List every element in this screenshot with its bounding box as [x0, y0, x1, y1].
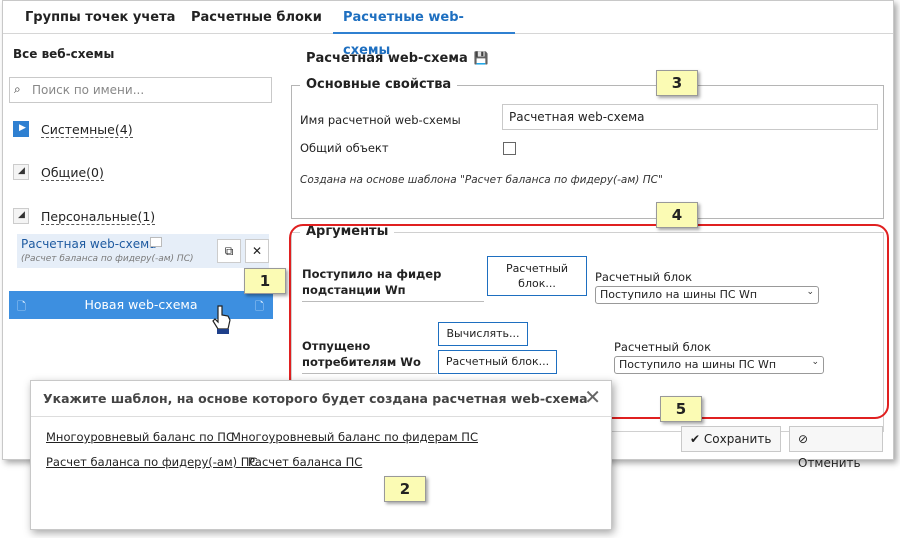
main-properties-legend: Основные свойства [300, 77, 458, 92]
copy-icon: ⧉ [224, 244, 234, 258]
scheme-list-item[interactable]: Расчетная web-схема (Расчет баланса по ф… [17, 234, 269, 268]
callout-3: 3 [656, 70, 698, 96]
calc-block-label: Расчетный блок [595, 270, 693, 284]
calc-block-select-value: Поступило на шины ПС Wп [619, 358, 777, 371]
shared-object-label: Общий объект [300, 141, 389, 155]
template-note: Создана на основе шаблона "Расчет баланс… [300, 174, 663, 186]
template-link[interactable]: Расчет баланса ПС [248, 455, 363, 469]
group-label: Персональные [41, 209, 138, 224]
close-icon: ✕ [251, 244, 263, 258]
delete-button[interactable]: ✕ [245, 239, 269, 263]
shared-box-icon [150, 237, 162, 247]
group-count: (0) [86, 165, 104, 180]
group-label: Общие [41, 165, 87, 180]
callout-2: 2 [384, 476, 426, 502]
tab-bar: Группы точек учета Расчетные блоки Расче… [3, 1, 893, 58]
arguments-fieldset: Аргументы Поступило на фидер подстанции … [291, 224, 884, 432]
document-icon: 🗋 [17, 300, 26, 313]
expand-icon[interactable]: ▶ [13, 121, 29, 137]
tab-metering-groups[interactable]: Группы точек учета [25, 10, 176, 25]
callout-5: 5 [660, 396, 702, 422]
scheme-name-label: Имя расчетной web-схемы [300, 113, 461, 127]
calc-block-button[interactable]: Расчетный блок... [438, 350, 557, 374]
arguments-legend: Аргументы [300, 224, 395, 239]
collapse-icon[interactable]: ◢ [13, 208, 29, 224]
search-placeholder: Поиск по имени... [32, 83, 145, 97]
argument-name: Отпущено потребителям Wо [302, 339, 421, 369]
close-icon[interactable]: ✕ [584, 385, 601, 409]
group-count: (1) [137, 209, 156, 224]
collapse-icon[interactable]: ◢ [13, 164, 29, 180]
callout-1: 1 [244, 268, 286, 294]
dialog-title: Укажите шаблон, на основе которого будет… [43, 391, 588, 406]
template-link[interactable]: Многоуровневый баланс по фидерам ПС [231, 430, 478, 444]
copy-button[interactable]: ⧉ [217, 239, 241, 263]
calculate-button[interactable]: Вычислять... [438, 322, 528, 346]
save-label: Сохранить [703, 432, 772, 446]
chevron-down-icon: ⌄ [811, 357, 819, 367]
tab-web-schemes[interactable]: Расчетные web-схемы [333, 1, 515, 58]
dialog-header: Укажите шаблон, на основе которого будет… [31, 381, 611, 417]
all-schemes-title: Все веб-схемы [13, 47, 115, 61]
template-link[interactable]: Расчет баланса по фидеру(-ам) ПС [46, 455, 258, 469]
tab-calc-blocks[interactable]: Расчетные блоки [191, 10, 322, 25]
shared-object-checkbox[interactable] [503, 142, 516, 155]
search-icon: ⌕ [14, 82, 21, 96]
template-link[interactable]: Многоуровневый баланс по ПС [46, 430, 234, 444]
cancel-label: Отменить [798, 456, 861, 470]
save-icon[interactable]: 💾 [473, 51, 489, 65]
save-button[interactable]: ✔ Сохранить [681, 426, 781, 452]
group-label: Системные [41, 122, 115, 137]
calc-block-label: Расчетный блок [614, 340, 712, 354]
divider [302, 373, 437, 374]
callout-4: 4 [656, 202, 698, 228]
argument-name: Поступило на фидер подстанции Wп [302, 267, 442, 297]
group-count: (4) [114, 122, 133, 137]
calc-block-select[interactable]: Поступило на шины ПС Wп ⌄ [614, 356, 824, 374]
scheme-name: Расчетная web-схема [21, 237, 157, 251]
template-dialog: Укажите шаблон, на основе которого будет… [30, 380, 612, 530]
hand-cursor-icon [212, 305, 231, 334]
cancel-icon: ⊘ [798, 432, 809, 446]
new-scheme-button[interactable]: 🗋 Новая web-схема 🗋 [9, 291, 273, 319]
search-input[interactable]: ⌕ Поиск по имени... [9, 77, 272, 103]
check-icon: ✔ [690, 432, 701, 446]
cancel-button[interactable]: ⊘ Отменить [789, 426, 883, 470]
divider [302, 301, 484, 302]
scheme-name-input[interactable]: Расчетная web-схема [502, 104, 878, 130]
calc-block-select[interactable]: Поступило на шины ПС Wп ⌄ [595, 286, 819, 304]
editor-title-text: Расчетная web-схема [306, 51, 468, 66]
editor-title: Расчетная web-схема 💾 [306, 51, 489, 66]
scheme-editor: Расчетная web-схема 💾 Основные свойства И… [288, 35, 893, 459]
calc-block-button[interactable]: Расчетный блок... [487, 256, 587, 296]
schemes-sidebar: Все веб-схемы ⌕ Поиск по имени... ▶ Сист… [3, 35, 281, 459]
new-scheme-label: Новая web-схема [84, 297, 198, 312]
chevron-down-icon: ⌄ [806, 287, 814, 297]
main-properties-fieldset: Основные свойства Имя расчетной web-схем… [291, 77, 884, 219]
scheme-subtitle: (Расчет баланса по фидеру(-ам) ПС) [21, 254, 194, 264]
calc-block-select-value: Поступило на шины ПС Wп [600, 288, 758, 301]
document-icon: 🗋 [255, 300, 264, 313]
